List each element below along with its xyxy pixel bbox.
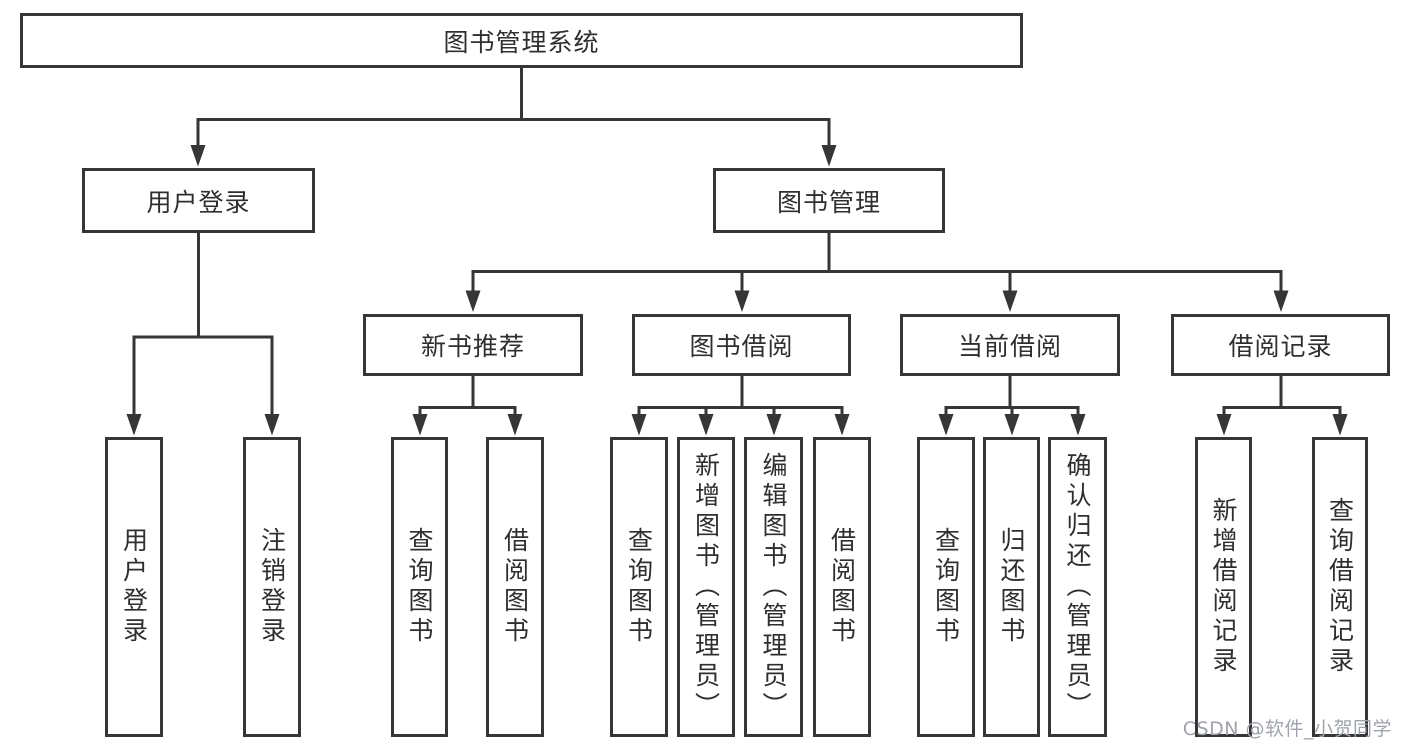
leaf-return-book: 归还图书 [983, 437, 1040, 737]
leaf-label: 新增借阅记录 [1209, 497, 1238, 677]
node-current-borrowing: 当前借阅 [900, 314, 1120, 376]
leaf-borrow-books: 借阅图书 [486, 437, 544, 737]
node-library-management-system: 图书管理系统 [20, 13, 1023, 68]
node-borrowing-records: 借阅记录 [1171, 314, 1390, 376]
node-label: 用户登录 [146, 187, 251, 217]
node-book-management: 图书管理 [713, 168, 945, 233]
leaf-user-login: 用户登录 [105, 437, 163, 737]
leaf-confirm-return-admin: 确认归还（管理员） [1048, 437, 1107, 737]
leaf-logout: 注销登录 [243, 437, 301, 737]
node-label: 借阅记录 [1228, 332, 1333, 361]
leaf-add-book-admin: 新增图书（管理员） [677, 437, 735, 737]
leaf-label: 注销登录 [257, 527, 287, 647]
leaf-query-borrow-record: 查询借阅记录 [1312, 437, 1368, 737]
node-user-login: 用户登录 [82, 168, 315, 233]
leaf-label: 借阅图书 [827, 527, 857, 647]
watermark: CSDN @软件_小贺同学 [1182, 718, 1392, 740]
leaf-label: 查询借阅记录 [1325, 497, 1355, 677]
node-label: 图书管理 [776, 187, 881, 217]
leaf-label: 新增图书（管理员） [691, 452, 721, 722]
leaf-label: 查询图书 [931, 527, 961, 647]
node-book-borrowing: 图书借阅 [632, 314, 851, 376]
leaf-label: 确认归还（管理员） [1063, 452, 1092, 722]
node-label: 图书管理系统 [443, 27, 600, 57]
leaf-borrow-books: 借阅图书 [813, 437, 871, 737]
leaf-label: 用户登录 [119, 527, 149, 647]
leaf-query-books: 查询图书 [391, 437, 448, 737]
leaf-label: 查询图书 [405, 527, 434, 647]
leaf-add-borrow-record: 新增借阅记录 [1195, 437, 1252, 737]
leaf-query-books: 查询图书 [917, 437, 975, 737]
leaf-label: 归还图书 [997, 527, 1026, 647]
leaf-label: 借阅图书 [500, 527, 530, 647]
node-new-book-recommendation: 新书推荐 [363, 314, 583, 376]
leaf-edit-book-admin: 编辑图书（管理员） [744, 437, 803, 737]
node-label: 图书借阅 [689, 332, 794, 361]
leaf-label: 查询图书 [624, 527, 654, 647]
arrowheads [126, 145, 1348, 436]
leaf-query-books: 查询图书 [610, 437, 668, 737]
leaf-label: 编辑图书（管理员） [759, 452, 788, 722]
node-label: 当前借阅 [957, 332, 1062, 361]
node-label: 新书推荐 [420, 332, 525, 361]
